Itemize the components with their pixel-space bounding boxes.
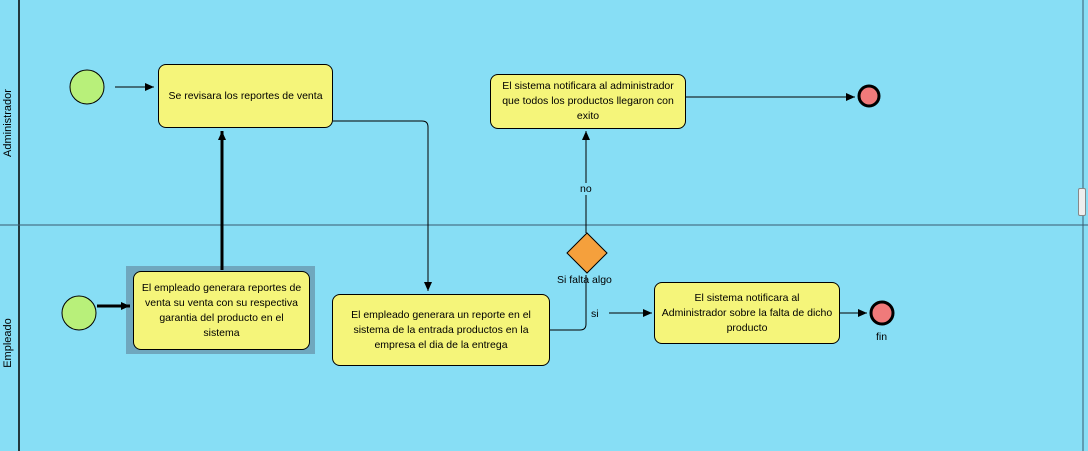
flow-label-si: si: [591, 308, 599, 320]
lane-label-empleado: Empleado: [2, 318, 14, 368]
start-event-admin[interactable]: [69, 69, 105, 105]
end-event-employee[interactable]: [869, 300, 895, 326]
flow-label-no: no: [580, 183, 592, 195]
flow-entry-to-gateway[interactable]: [550, 275, 587, 331]
end-event-label: fin: [876, 331, 888, 343]
task-employee-reports[interactable]: El empleado generara reportes de venta s…: [133, 271, 310, 350]
exclusive-gateway[interactable]: [566, 232, 608, 274]
task-review-reports[interactable]: Se revisara los reportes de venta: [158, 64, 333, 128]
gateway-label: Si falta algo: [557, 274, 612, 286]
task-employee-entry-report[interactable]: El empleado generara un reporte en el si…: [332, 294, 550, 366]
task-notify-admin-success[interactable]: El sistema notificara al administrador q…: [490, 74, 686, 129]
start-event-employee[interactable]: [61, 295, 97, 331]
task-notify-missing[interactable]: El sistema notificara al Administrador s…: [654, 282, 840, 344]
end-event-admin[interactable]: [857, 84, 881, 108]
flow-review-to-entry[interactable]: [333, 120, 432, 291]
lane-label-administrador: Administrador: [2, 89, 14, 157]
resize-handle[interactable]: [1078, 188, 1086, 216]
